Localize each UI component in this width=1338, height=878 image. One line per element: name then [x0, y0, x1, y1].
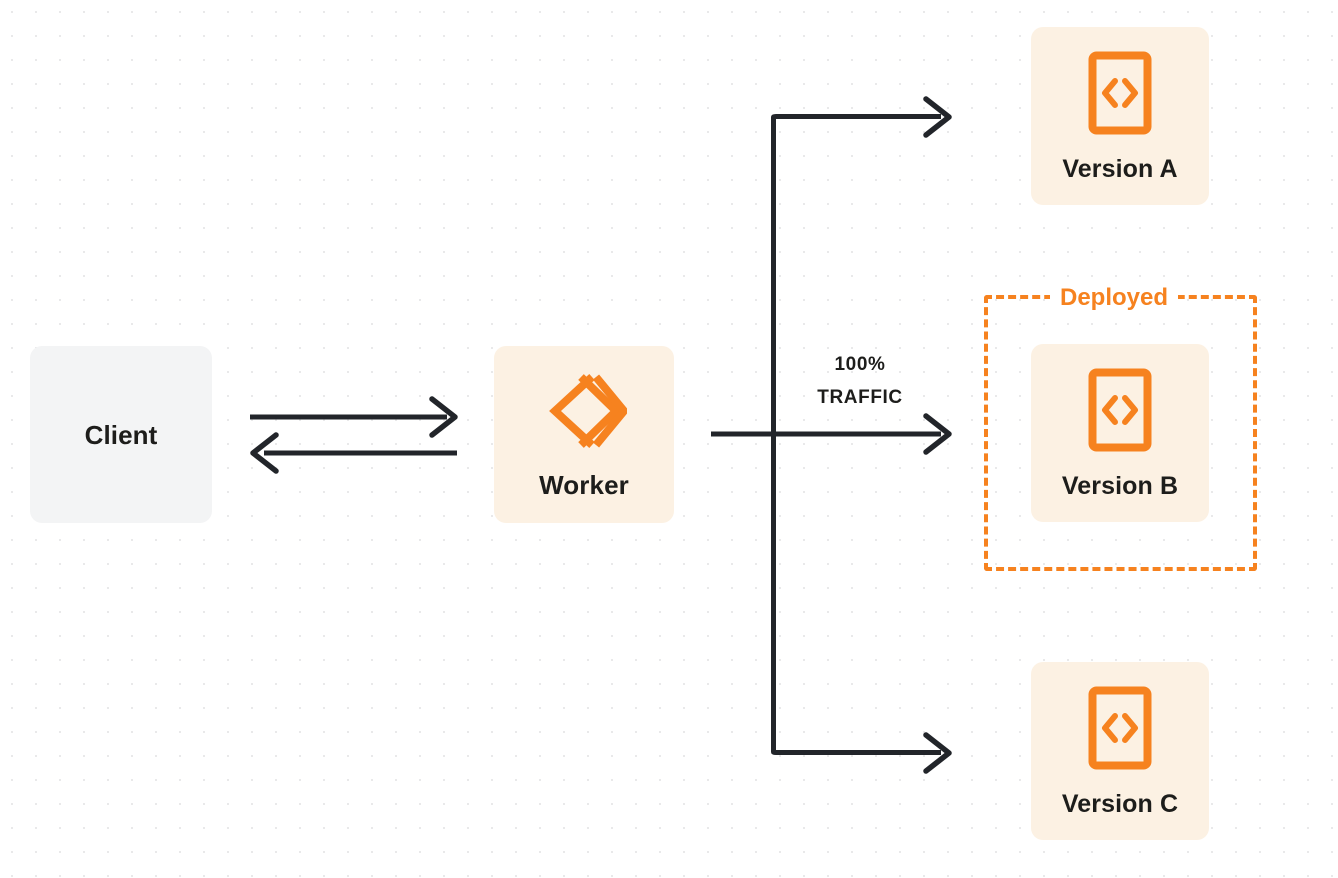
- node-version-a[interactable]: Version A: [1031, 27, 1209, 205]
- cloudflare-workers-logo-icon: [541, 372, 630, 450]
- edge-worker-to-version-c: [771, 732, 952, 774]
- node-version-c-label: Version C: [1061, 789, 1179, 818]
- traffic-label-percent: 100%: [834, 354, 886, 375]
- node-version-c[interactable]: Version C: [1031, 662, 1209, 840]
- traffic-label-text: TRAFFIC: [817, 387, 903, 408]
- deployed-group-label: Deployed: [1050, 286, 1179, 310]
- edge-worker-to-version-a: [771, 96, 952, 138]
- traffic-label: 100% TRAFFIC: [790, 348, 930, 414]
- node-version-b[interactable]: Version B: [1031, 344, 1209, 522]
- code-brackets-document-icon: [1088, 51, 1152, 135]
- code-brackets-document-icon: [1088, 686, 1152, 770]
- edge-client-to-worker: [250, 396, 458, 438]
- node-client[interactable]: Client: [30, 346, 212, 523]
- edge-worker-to-version-b: [711, 413, 952, 455]
- edge-worker-to-client: [250, 432, 457, 474]
- node-worker[interactable]: Worker: [494, 346, 674, 523]
- node-worker-label: Worker: [539, 469, 629, 500]
- code-brackets-document-icon: [1088, 368, 1152, 452]
- node-version-a-label: Version A: [1062, 154, 1178, 183]
- node-version-b-label: Version B: [1061, 471, 1179, 500]
- node-client-label: Client: [84, 419, 158, 450]
